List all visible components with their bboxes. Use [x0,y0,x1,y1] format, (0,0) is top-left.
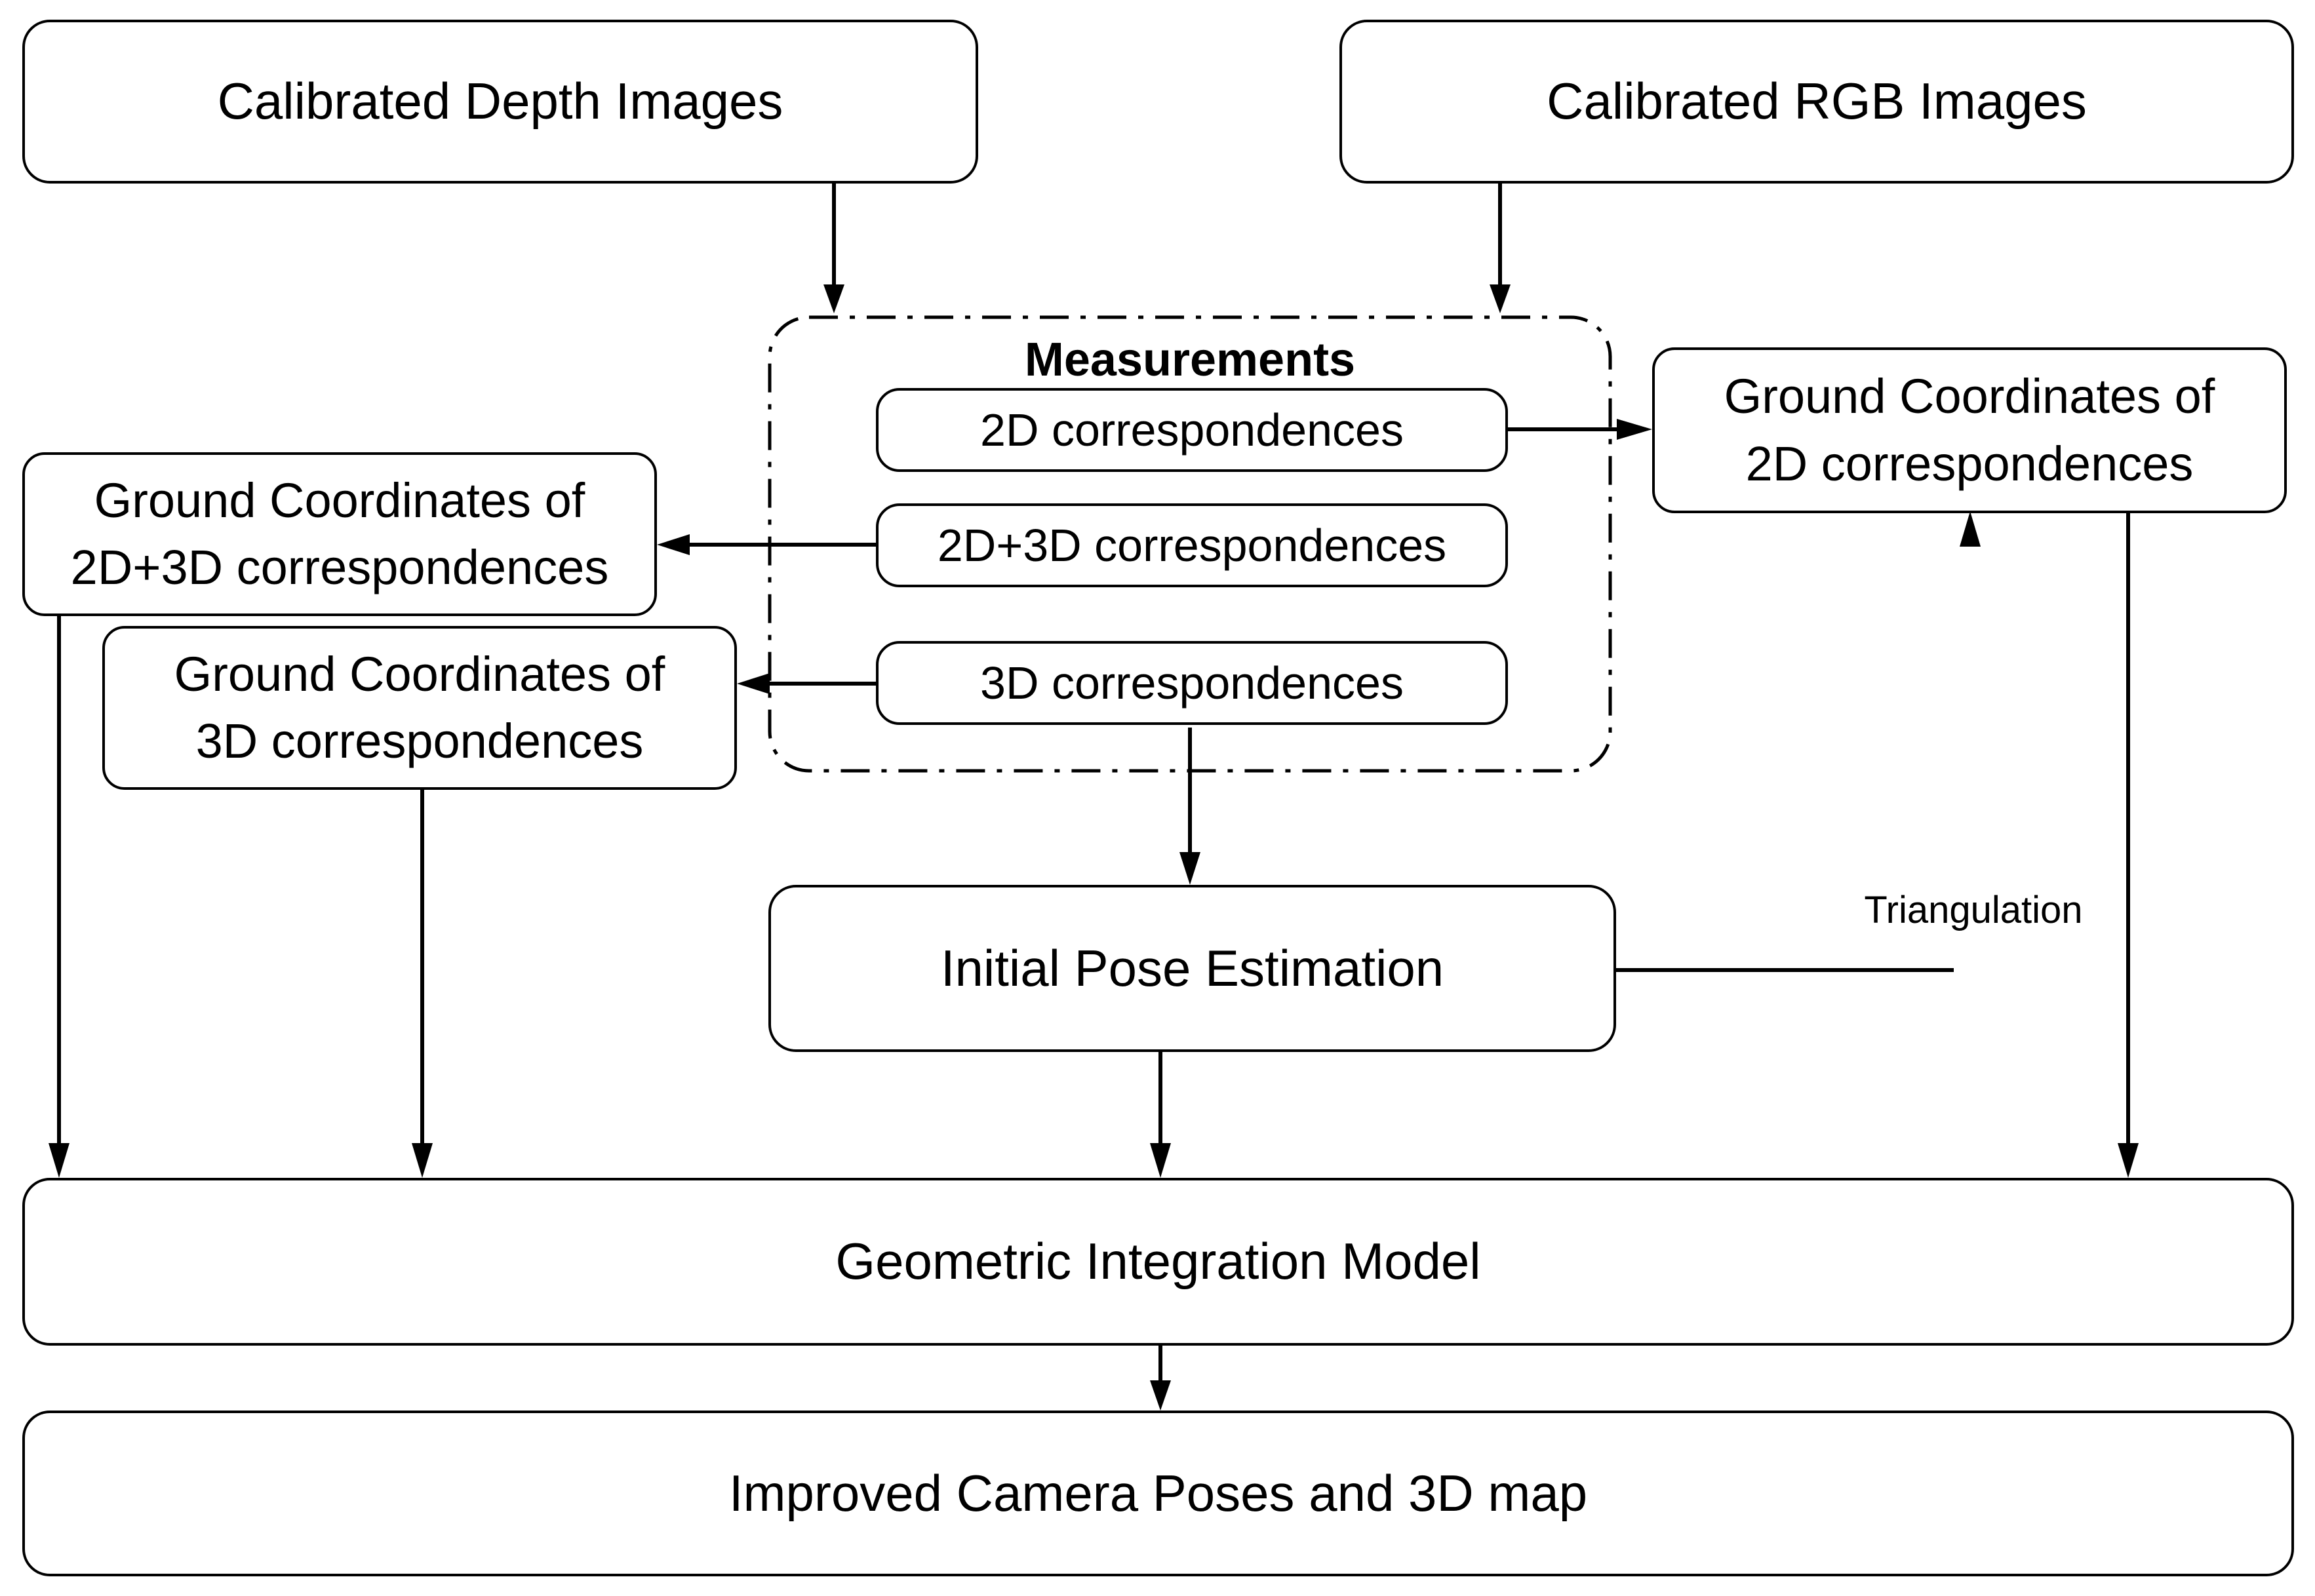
measurements-group [767,315,1613,773]
improved-camera-poses-label: Improved Camera Poses and 3D map [728,1464,1588,1522]
calibrated-depth-images-box: Calibrated Depth Images [22,20,978,184]
ground-coordinates-2d-line2: 2D correspondences [1745,436,2194,491]
improved-camera-poses-box: Improved Camera Poses and 3D map [22,1411,2294,1576]
correspondences-2d3d-box: 2D+3D correspondences [876,503,1508,587]
ground-coordinates-3d-box: Ground Coordinates of 3D correspondences [102,626,737,790]
correspondences-2d-box: 2D correspondences [876,388,1508,472]
ground-coordinates-2d-box: Ground Coordinates of 2D correspondences [1652,347,2287,513]
measurements-title: Measurements [1024,334,1356,386]
ground-coordinates-2d-line1: Ground Coordinates of [1724,369,2215,424]
correspondences-2d3d-label: 2D+3D correspondences [937,519,1447,571]
initial-pose-estimation-box: Initial Pose Estimation [768,885,1616,1052]
triangulation-label: Triangulation [1836,888,2111,932]
calibrated-rgb-images-box: Calibrated RGB Images [1339,20,2294,184]
arrowhead-ground-3d [737,673,770,694]
arrowhead-model-1 [49,1143,69,1178]
calibrated-depth-images-label: Calibrated Depth Images [217,72,783,130]
arrowhead-triangulation [1960,511,1981,547]
arrowhead-initial-pose [1179,852,1200,885]
ground-coordinates-2d3d-line2: 2D+3D correspondences [70,540,609,594]
ground-coordinates-2d3d-line1: Ground Coordinates of [94,473,585,528]
arrowhead-model-4 [2118,1143,2139,1178]
calibrated-rgb-images-label: Calibrated RGB Images [1547,72,2087,130]
ground-coordinates-3d-line2: 3D correspondences [195,714,644,768]
geometric-integration-model-label: Geometric Integration Model [835,1232,1481,1291]
correspondences-3d-label: 3D correspondences [980,657,1404,709]
geometric-integration-model-box: Geometric Integration Model [22,1178,2294,1346]
arrowhead-depth [823,284,844,313]
measurements-group-border [768,315,1612,773]
arrowhead-model-3 [1150,1143,1171,1178]
ground-coordinates-2d3d-box: Ground Coordinates of 2D+3D corresponden… [22,452,657,616]
ground-coordinates-3d-line1: Ground Coordinates of [174,646,665,701]
arrowhead-ground-2d [1617,419,1652,440]
arrowhead-rgb [1490,284,1511,313]
arrowhead-ground-2d3d [657,534,690,555]
initial-pose-estimation-label: Initial Pose Estimation [940,939,1444,997]
correspondences-2d-label: 2D correspondences [980,404,1404,456]
arrowhead-model-2 [412,1143,433,1178]
correspondences-3d-box: 3D correspondences [876,641,1508,725]
arrowhead-output [1150,1380,1171,1411]
